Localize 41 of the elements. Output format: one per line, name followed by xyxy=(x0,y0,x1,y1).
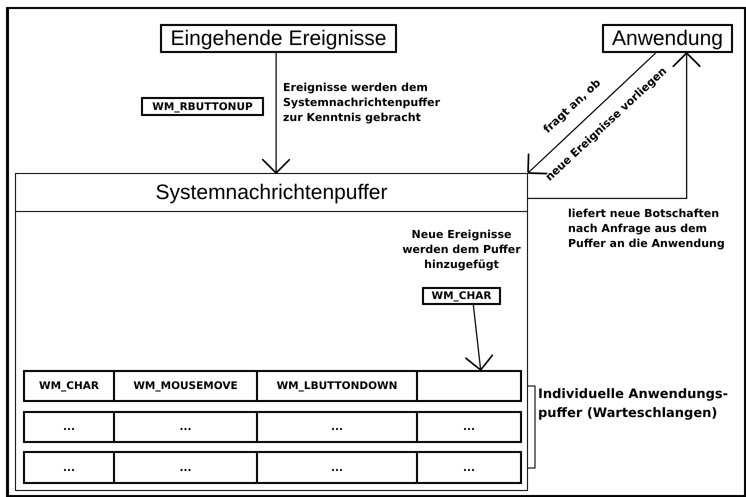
arrow xyxy=(261,53,291,174)
queue-cell xyxy=(416,451,522,484)
cell-text: ... xyxy=(63,421,75,433)
message-tag-box xyxy=(141,97,264,116)
cell-text: ... xyxy=(463,421,475,433)
queue-cell xyxy=(23,451,115,484)
cell-text: ... xyxy=(331,462,343,474)
container-title: Systemnachrichtenpuffer xyxy=(156,180,388,204)
cell-text: WM_LBUTTONDOWN xyxy=(276,380,398,392)
queue-cell xyxy=(23,411,115,443)
cell-text: WM_CHAR xyxy=(39,380,99,392)
box-text: Anwendung xyxy=(612,26,723,50)
box-text: Eingehende Ereignisse xyxy=(170,26,386,50)
cell-text: ... xyxy=(331,421,343,433)
cell-text: ... xyxy=(180,421,192,433)
edge-label: liefert neue Botschaften nach Anfrage aus dem Puffer an die Anwendung xyxy=(568,206,726,251)
queue-cell xyxy=(113,451,258,484)
queue-cell xyxy=(23,370,115,402)
process-box xyxy=(160,24,397,53)
arrow xyxy=(527,52,656,174)
arrow xyxy=(528,52,702,200)
annotation-text: Neue Ereignisse werden dem Puffer hinzugefügt xyxy=(401,227,522,272)
process-box xyxy=(602,24,733,53)
queue-cell xyxy=(113,370,258,402)
queue-cell xyxy=(256,451,418,484)
message-tag-box xyxy=(422,287,501,305)
cell-text: ... xyxy=(180,462,192,474)
queue-cell xyxy=(256,411,418,443)
queue-cell xyxy=(416,411,522,443)
arrow xyxy=(464,304,494,371)
box-text: WM_CHAR xyxy=(432,290,492,302)
cell-text: WM_MOUSEMOVE xyxy=(133,380,238,392)
queue-cell xyxy=(256,370,418,402)
edge-label: Ereignisse werden dem Systemnachrichtenpuffer zur Kenntnis gebracht xyxy=(283,80,442,125)
cell-text: ... xyxy=(63,462,75,474)
cell-text: ... xyxy=(463,462,475,474)
queue-cell xyxy=(113,411,258,443)
note-text: Individuelle Anwendungs- puffer (Warteschlangen) xyxy=(538,386,730,423)
empty-queue-cell xyxy=(416,370,522,402)
box-text: WM_RBUTTONUP xyxy=(152,100,253,112)
buffer-container xyxy=(15,173,528,491)
